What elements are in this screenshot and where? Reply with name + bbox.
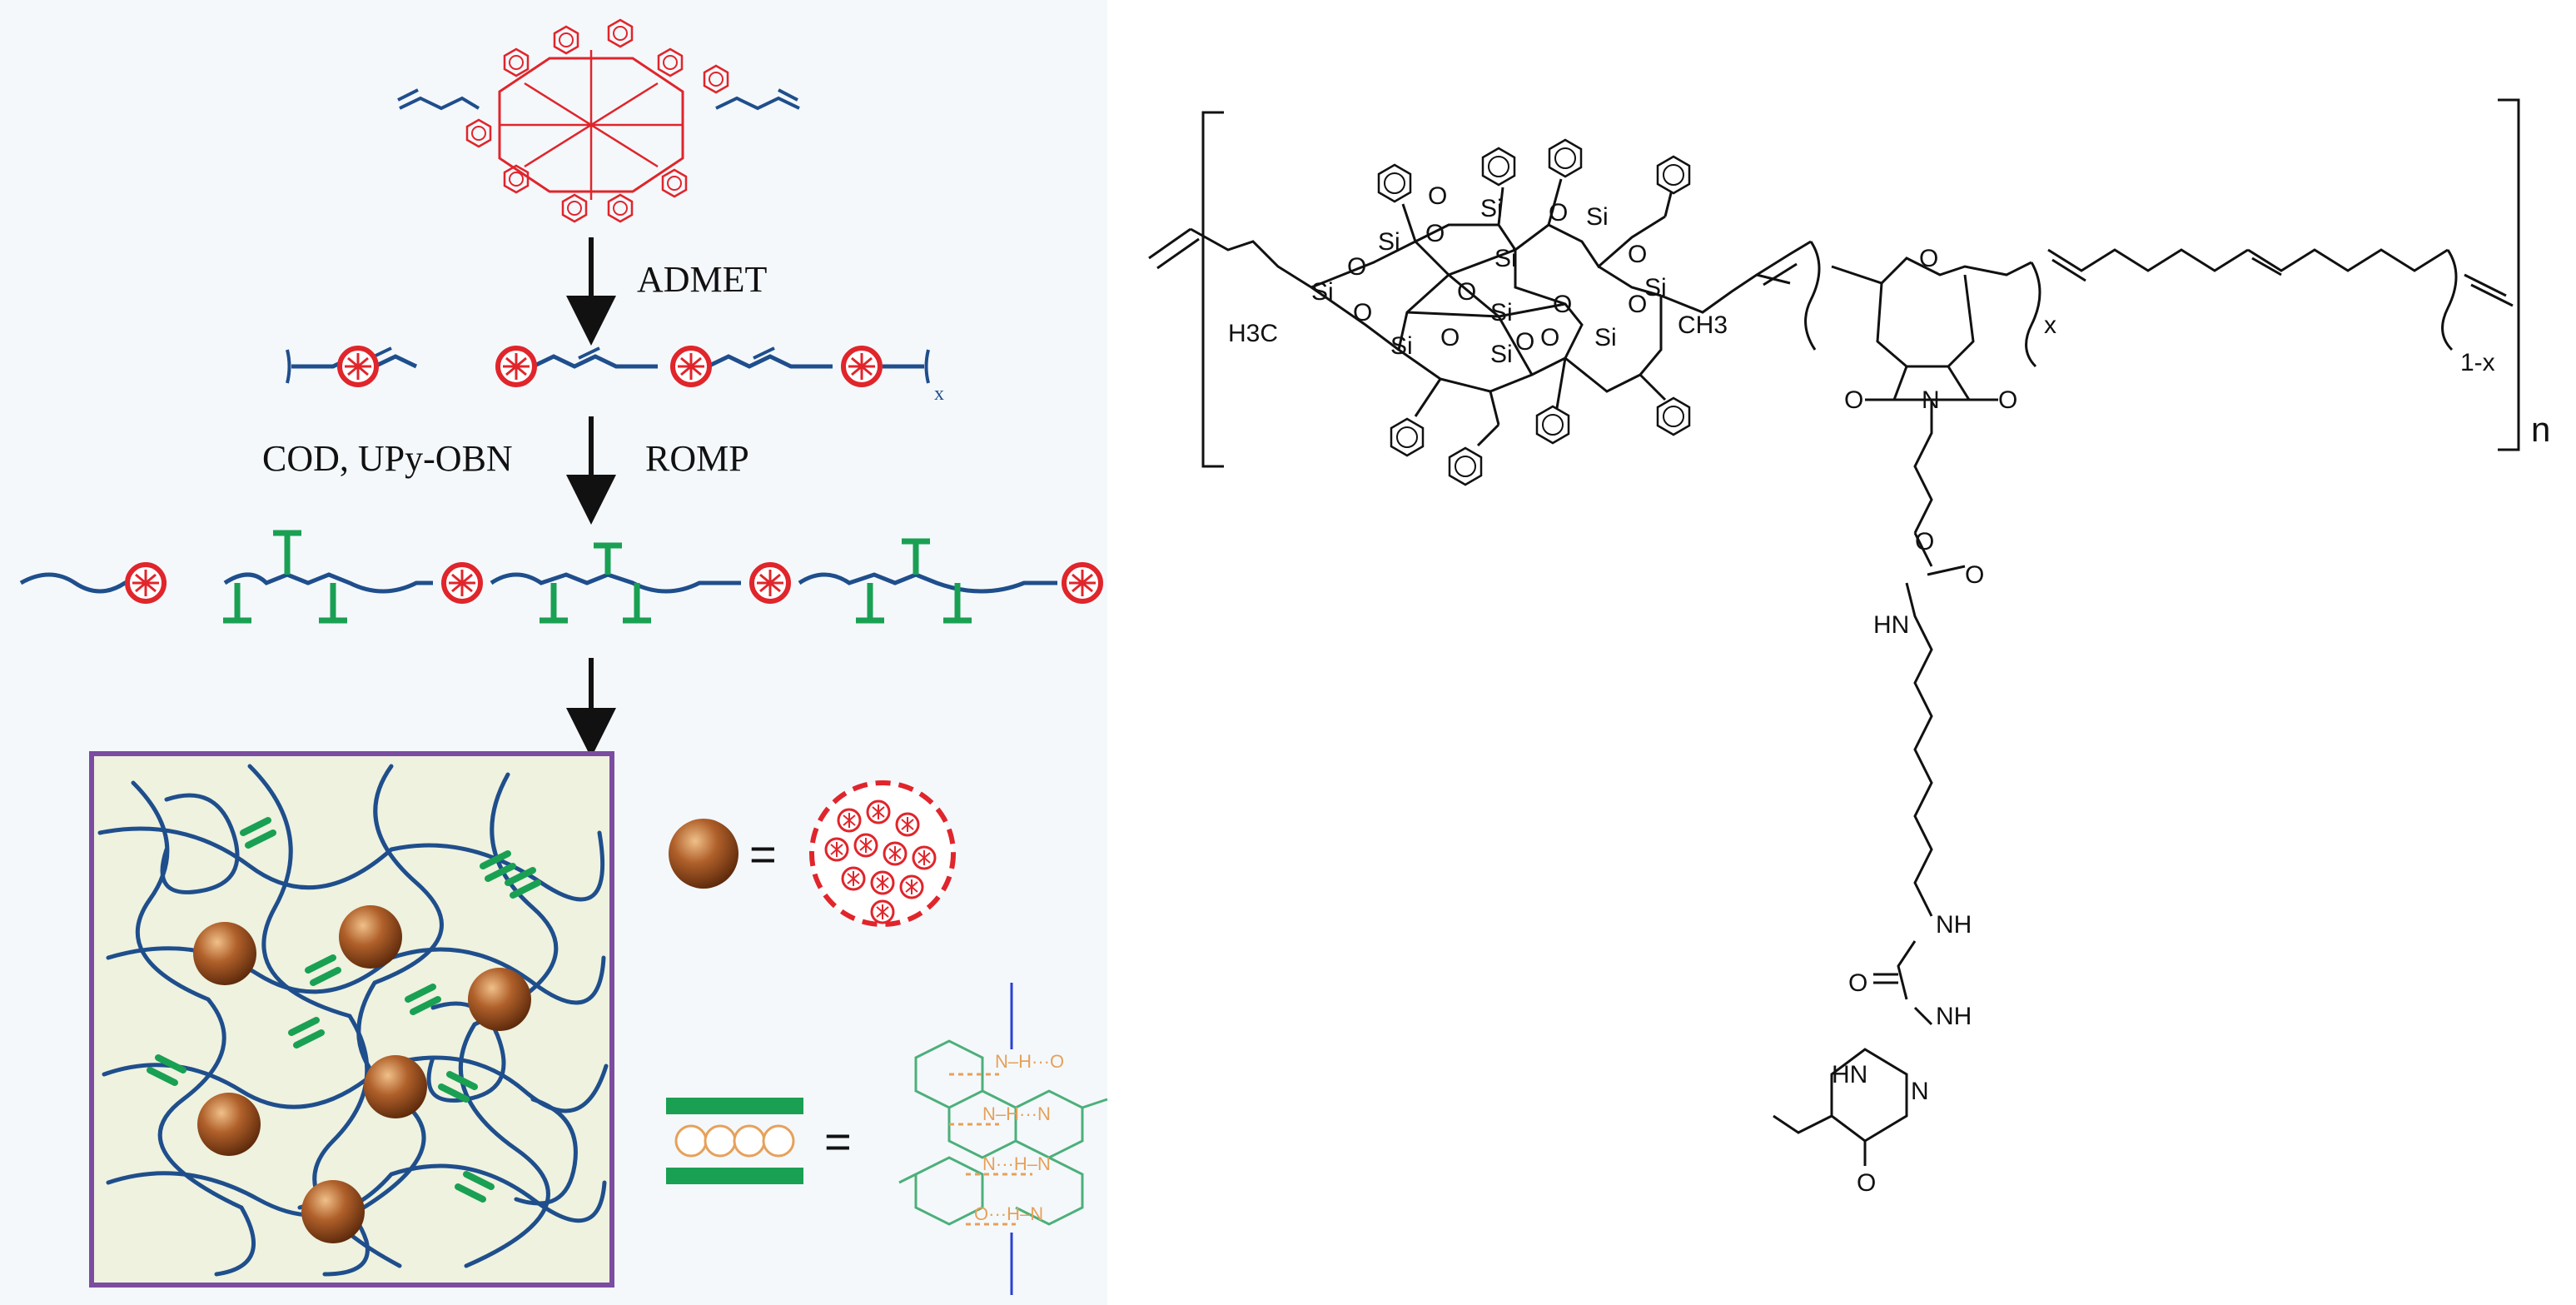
svg-text:O: O <box>1457 278 1476 306</box>
poss-cage-top <box>465 18 729 223</box>
repeat-x-label: x <box>2044 311 2056 339</box>
poss-bead <box>364 1055 427 1118</box>
svg-text:O···H–N: O···H–N <box>974 1203 1043 1224</box>
svg-text:HN: HN <box>1832 1061 1867 1088</box>
svg-text:O: O <box>1440 324 1460 351</box>
svg-text:Si: Si <box>1644 274 1667 301</box>
legend-upy: = N–H···O N–H···N N···H–N O···H–N <box>666 983 1108 1295</box>
poss-bead <box>193 922 256 985</box>
chemical-structure <box>1148 98 2520 468</box>
poss-atoms: Si O Si O O Si O Si O Si Si H3C O Si O S… <box>1228 182 1728 368</box>
poss-bead <box>339 905 402 969</box>
svg-text:O: O <box>1844 386 1863 414</box>
allyl-arm-left <box>397 88 480 111</box>
svg-text:O: O <box>1965 561 1984 589</box>
svg-text:N: N <box>1922 386 1940 414</box>
legend-equals-2: = <box>824 1115 852 1168</box>
svg-text:NH: NH <box>1936 1003 1972 1030</box>
side-chain-atoms: O O N O O O HN NH O NH HN N O <box>1832 245 2017 1197</box>
legend-equals-1: = <box>749 828 777 880</box>
poss-monomer <box>397 18 800 223</box>
svg-text:O: O <box>1425 220 1445 247</box>
svg-text:O: O <box>1553 291 1572 318</box>
romp-polymer <box>19 530 1101 624</box>
svg-text:CH3: CH3 <box>1678 311 1728 339</box>
svg-text:N–H···O: N–H···O <box>995 1051 1064 1072</box>
svg-text:O: O <box>1347 253 1366 281</box>
svg-text:O: O <box>1915 528 1934 555</box>
svg-text:O: O <box>1857 1169 1876 1197</box>
svg-text:Si: Si <box>1378 228 1400 256</box>
svg-text:Si: Si <box>1586 203 1609 231</box>
svg-text:Si: Si <box>1390 332 1413 360</box>
repeat-1x-label: 1-x <box>2460 349 2495 376</box>
romp-label: ROMP <box>645 438 749 479</box>
svg-text:Si: Si <box>1480 195 1503 222</box>
cod-upy-label: COD, UPy-OBN <box>262 438 513 479</box>
bracket-left <box>1201 111 1224 468</box>
svg-text:HN: HN <box>1873 611 1909 639</box>
svg-text:O: O <box>1628 291 1647 318</box>
svg-text:O: O <box>1549 199 1568 227</box>
svg-text:N···H–N: N···H–N <box>982 1153 1051 1174</box>
network-box <box>89 751 614 1288</box>
upy-dimer-structure <box>898 983 1108 1295</box>
svg-text:Si: Si <box>1490 299 1513 326</box>
admet-label: ADMET <box>637 259 768 300</box>
svg-text:Si: Si <box>1494 245 1517 272</box>
bracket-right <box>2498 98 2520 451</box>
poss-bead <box>197 1093 261 1156</box>
romp-backbone <box>1756 240 2514 1166</box>
poss-bead <box>468 968 531 1031</box>
svg-text:O: O <box>1540 324 1559 351</box>
svg-text:NH: NH <box>1936 911 1972 939</box>
repeat-n-label: n <box>2531 410 2550 449</box>
svg-text:Si: Si <box>1311 278 1334 306</box>
svg-text:N–H···N: N–H···N <box>982 1103 1051 1124</box>
svg-text:O: O <box>1428 182 1447 210</box>
polymer-subscript: x <box>934 383 944 405</box>
svg-text:Si: Si <box>1490 341 1513 368</box>
admet-polymer <box>286 348 930 385</box>
svg-text:O: O <box>1515 328 1534 356</box>
svg-text:O: O <box>1919 245 1938 272</box>
svg-text:O: O <box>1628 241 1647 268</box>
poss-bead <box>301 1180 365 1243</box>
svg-text:O: O <box>1353 299 1372 326</box>
svg-text:O: O <box>1998 386 2017 414</box>
svg-text:N: N <box>1911 1078 1929 1105</box>
legend-poss: = <box>669 780 956 927</box>
svg-text:O: O <box>1848 969 1867 997</box>
svg-text:H3C: H3C <box>1228 320 1278 347</box>
svg-text:Si: Si <box>1594 324 1617 351</box>
allyl-arm-right <box>715 88 800 111</box>
